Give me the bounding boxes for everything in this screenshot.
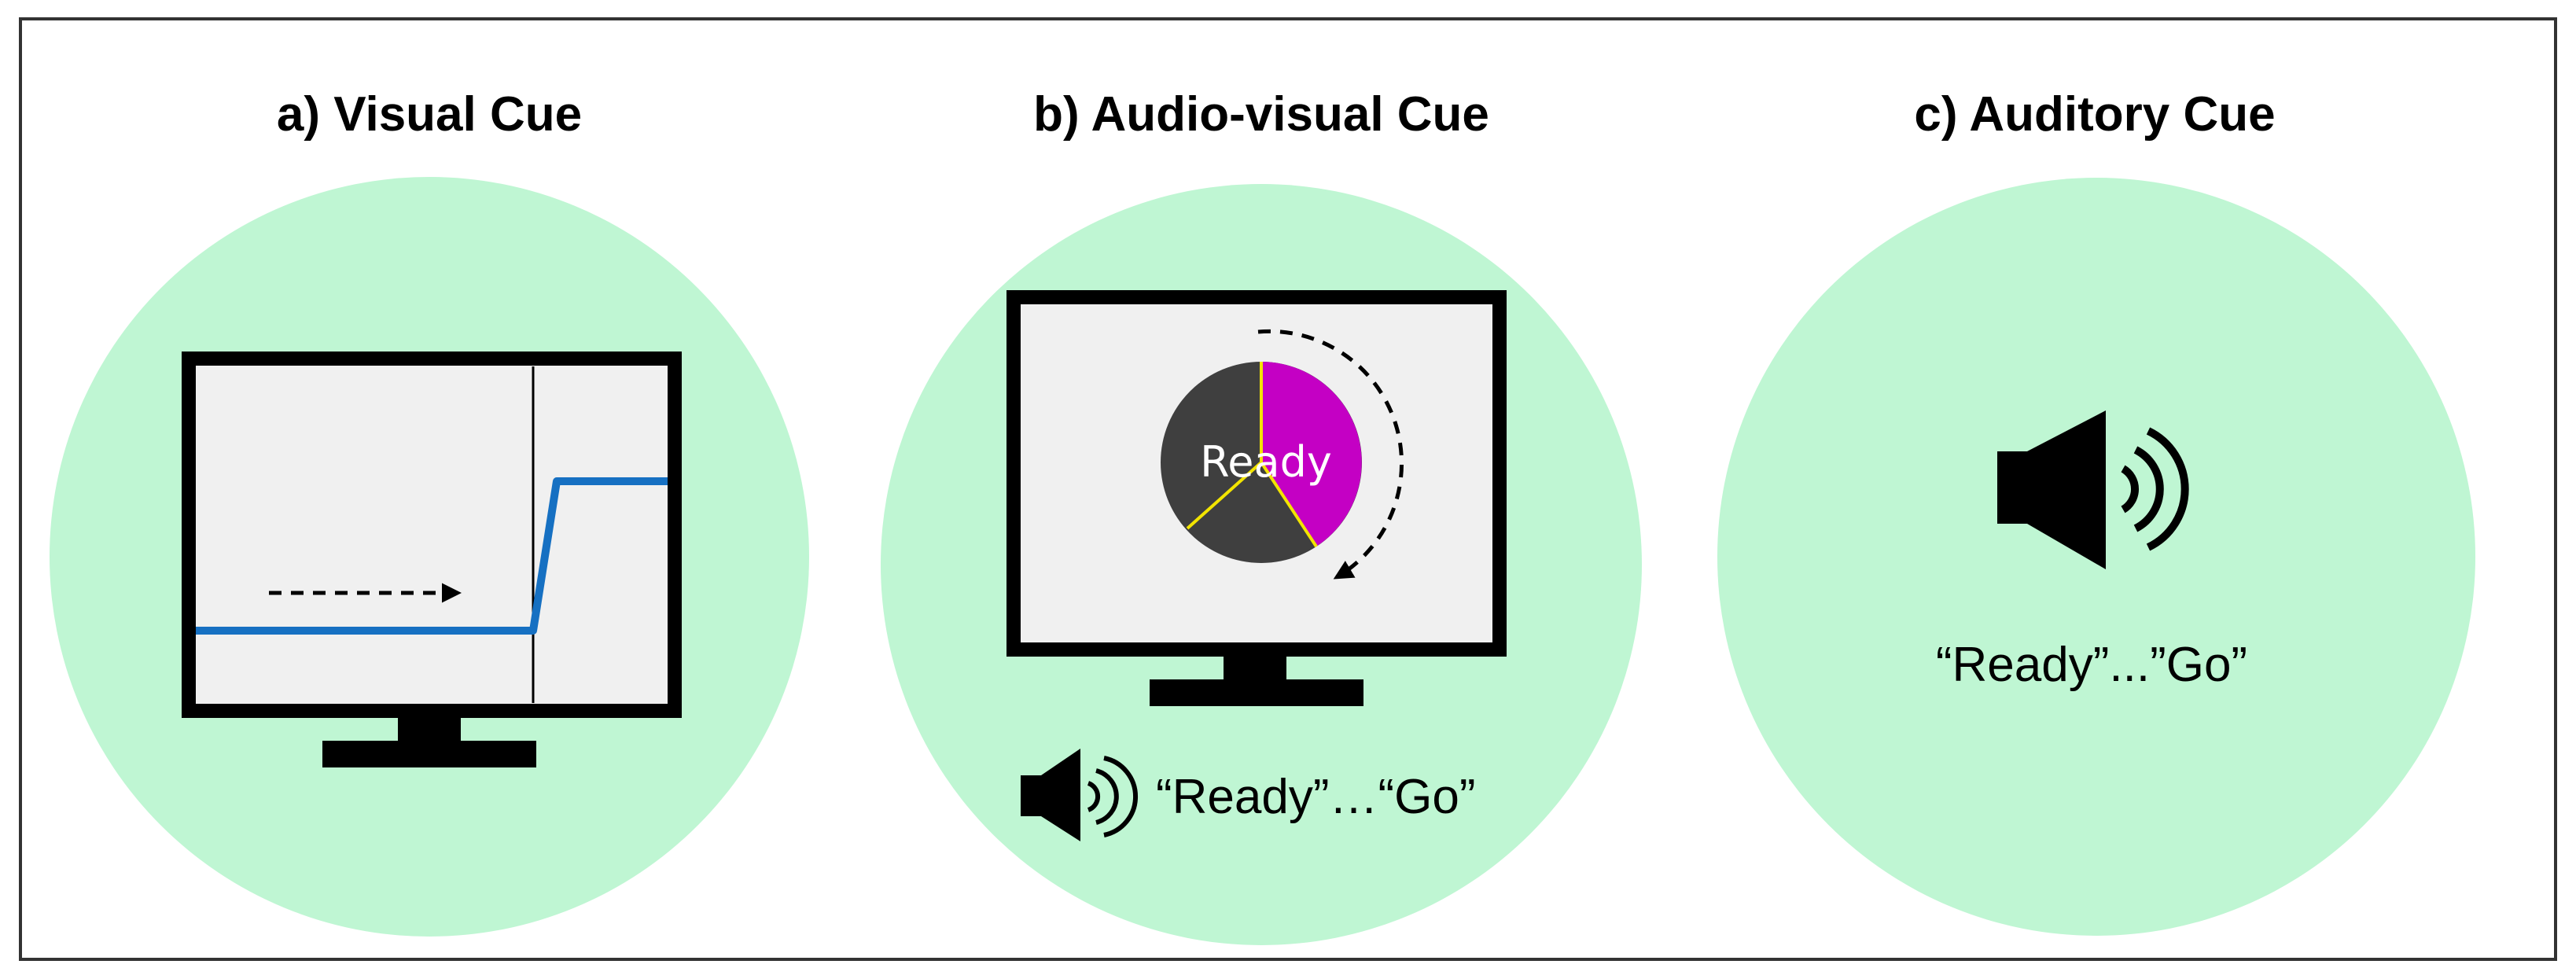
monitor-icon — [182, 351, 682, 767]
sound-wave — [1095, 768, 1119, 825]
panel-audio-visual-cue: b) Audio-visual Cue Ready “Ready”…“Go” — [881, 87, 1642, 945]
speaker-icon — [1021, 749, 1139, 841]
dashed-arrow-icon — [1257, 329, 1404, 580]
speaker-cone — [1041, 749, 1080, 841]
speaker-body — [1997, 451, 2027, 524]
sound-wave — [1103, 756, 1139, 837]
audio-caption: “Ready”…“Go” — [1156, 770, 1476, 824]
sound-wave — [2121, 465, 2140, 513]
monitor-base — [322, 741, 536, 767]
monitor-screen — [182, 351, 682, 718]
panel-title: c) Auditory Cue — [1914, 87, 2275, 142]
trajectory-trace — [196, 477, 668, 635]
countdown-divider — [1186, 461, 1263, 530]
panel-title: a) Visual Cue — [277, 87, 582, 142]
audio-caption: “Ready”...”Go” — [1936, 638, 2247, 692]
speaker-body — [1021, 775, 1041, 816]
sound-wave — [2133, 446, 2164, 532]
countdown-label: Ready — [1200, 437, 1332, 487]
sound-wave — [2146, 427, 2189, 551]
speaker-icon — [1997, 410, 2189, 569]
speaker-cone — [2027, 410, 2106, 569]
sound-wave — [1087, 781, 1101, 812]
panel-title: b) Audio-visual Cue — [1033, 87, 1489, 142]
panel-visual-cue: a) Visual Cue — [50, 87, 809, 937]
panel-auditory-cue: c) Auditory Cue “Ready”...”Go” — [1717, 87, 2475, 936]
monitor-base — [1150, 679, 1363, 706]
countdown-divider — [1260, 461, 1318, 548]
countdown-disc: Ready — [1161, 362, 1362, 563]
